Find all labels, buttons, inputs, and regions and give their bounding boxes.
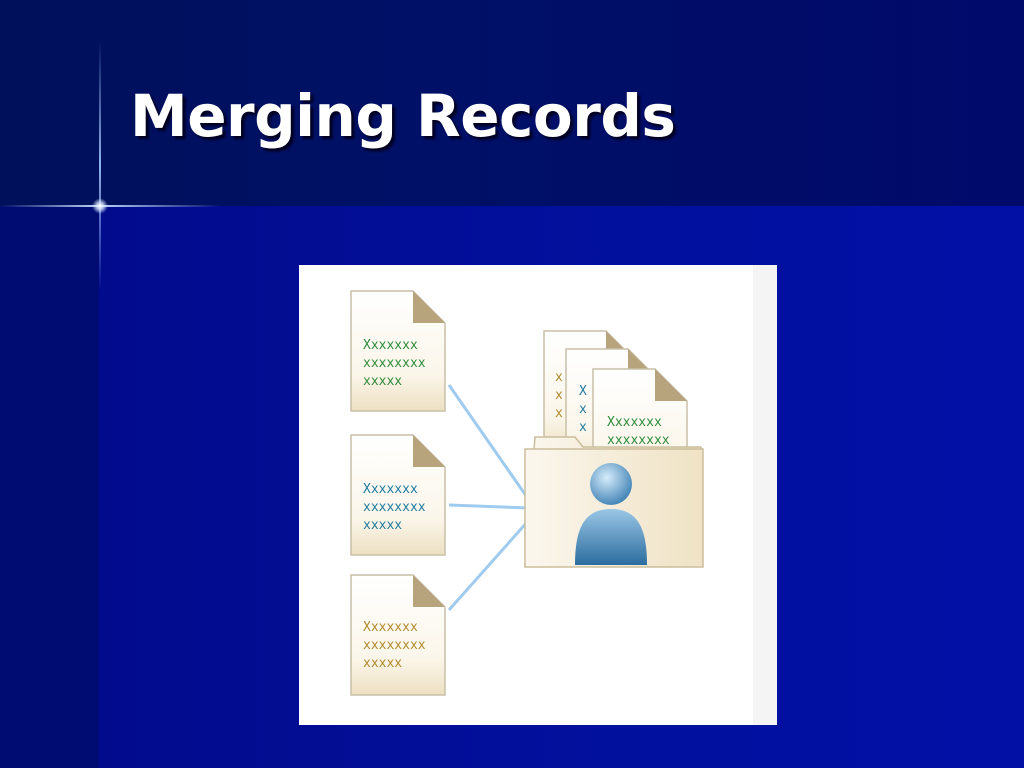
decorative-vertical-line (99, 40, 101, 290)
connector-lines (447, 384, 531, 611)
doc3-line1: Xxxxxxx (363, 620, 418, 635)
decorative-horizontal-line (0, 205, 220, 207)
slide-title: Merging Records (130, 82, 676, 150)
document-icon: Xxxxxxx xxxxxxxx xxxxx (350, 434, 446, 556)
svg-text:x: x (555, 388, 563, 403)
doc1-line2: xxxxxxxx (363, 356, 426, 371)
doc2-line3: xxxxx (363, 518, 402, 533)
figure-edge (753, 265, 777, 725)
document-icon: Xxxxxxx xxxxxxxx xxxxx (350, 574, 446, 696)
doc1-line3: xxxxx (363, 374, 402, 389)
sparkle-icon (92, 198, 108, 214)
svg-text:X: X (579, 384, 587, 399)
doc2-line1: Xxxxxxx (363, 482, 418, 497)
svg-text:x: x (579, 402, 587, 417)
svg-text:x: x (555, 370, 563, 385)
doc3-line2: xxxxxxxx (363, 638, 426, 653)
merged-doc-line2: xxxxxxxx (607, 433, 670, 448)
merged-doc-line1: Xxxxxxx (607, 415, 662, 430)
person-icon (575, 463, 647, 565)
document-icon: Xxxxxxx xxxxxxxx xxxxx (350, 290, 446, 412)
doc2-line2: xxxxxxxx (363, 500, 426, 515)
merging-records-illustration: Xxxxxxx xxxxxxxx xxxxx Xxxxxxx xxxxxxxx … (299, 265, 777, 725)
left-accent-strip (0, 206, 99, 768)
svg-text:x: x (555, 406, 563, 421)
svg-text:x: x (579, 420, 587, 435)
doc1-line1: Xxxxxxx (363, 338, 418, 353)
title-band (0, 0, 1024, 206)
doc3-line3: xxxxx (363, 656, 402, 671)
illustration-svg: Xxxxxxx xxxxxxxx xxxxx Xxxxxxx xxxxxxxx … (350, 265, 777, 725)
